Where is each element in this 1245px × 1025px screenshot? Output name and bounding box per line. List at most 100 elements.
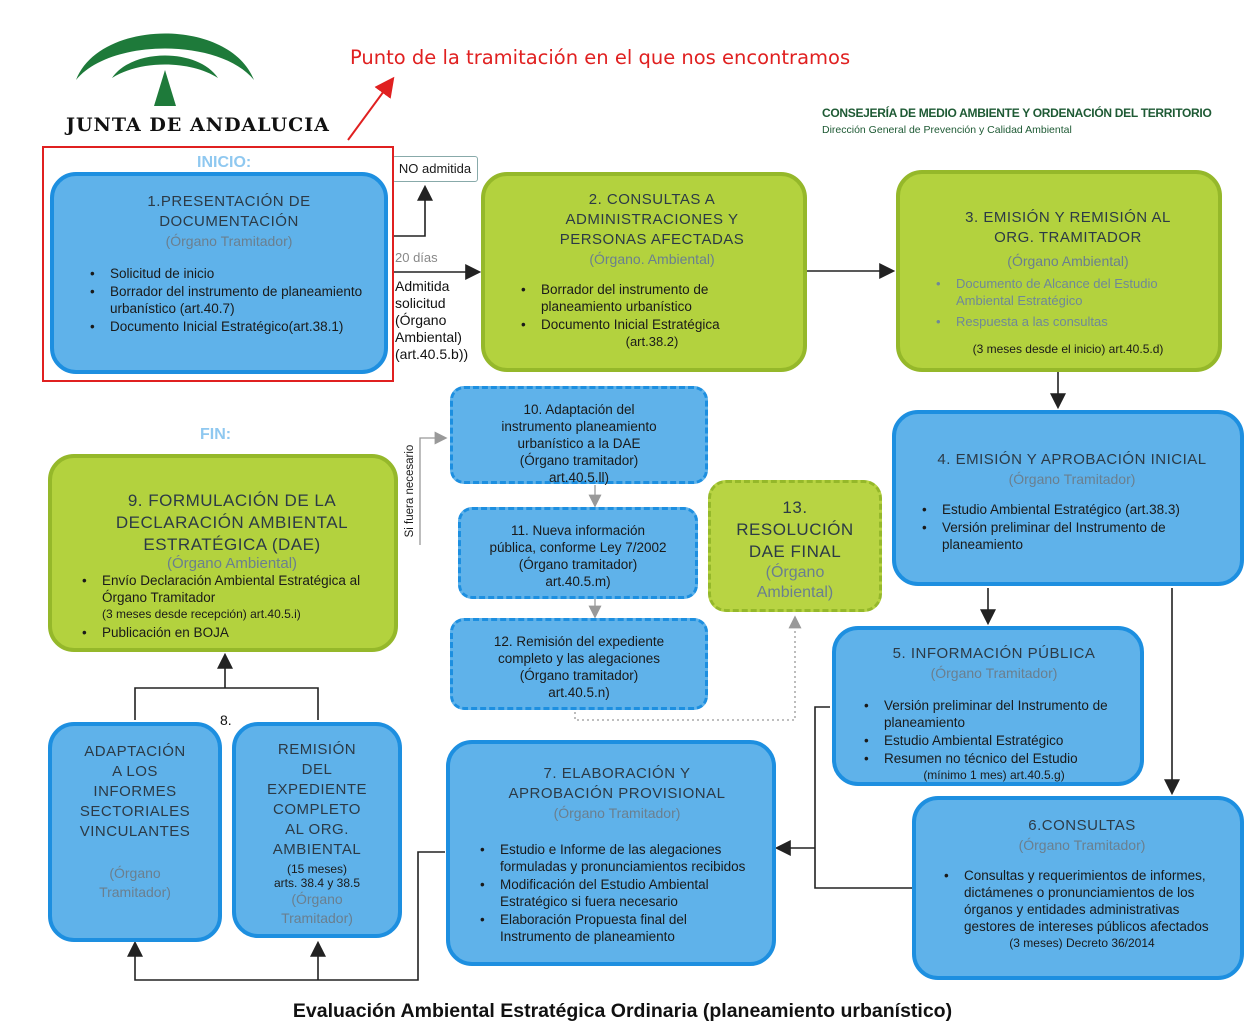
step-9-note: (3 meses desde recepción) art.40.5.i)	[102, 607, 301, 621]
step-6-box: 6.CONSULTAS (Órgano Tramitador) Consulta…	[912, 796, 1244, 980]
step-5-item: Resumen no técnico del Estudio	[858, 750, 1130, 767]
step-9-title: ESTRATÉGICA (DAE)	[143, 535, 321, 554]
step-8b-organ: (Órgano	[291, 891, 343, 907]
step-10-box: 10. Adaptación del instrumento planeamie…	[450, 386, 708, 485]
step-7-title: APROBACIÓN PROVISIONAL	[508, 785, 726, 802]
junta-logo-text: JUNTA DE ANDALUCIA	[66, 114, 330, 136]
arrow-8-to-9	[134, 656, 319, 720]
step-8a-title: A LOS	[112, 763, 158, 780]
inicio-label: INICIO:	[197, 154, 252, 171]
step-9-item-text: Envío Declaración Ambiental Estratégica …	[102, 573, 361, 605]
step-1-item: Borrador del instrumento de planeamiento…	[84, 283, 374, 317]
step-13-title: RESOLUCIÓN	[736, 520, 854, 539]
step-7-item: Modificación del Estudio Ambiental Estra…	[474, 876, 760, 910]
step-2-item: Borrador del instrumento de planeamiento…	[515, 281, 789, 315]
step-12-line: 12. Remisión del expediente	[493, 634, 665, 649]
admitida-line: solicitud	[395, 295, 446, 311]
admitida-line: (art.40.5.b))	[395, 346, 469, 362]
ministry-name: CONSEJERÍA DE MEDIO AMBIENTE Y ORDENACIÓ…	[822, 106, 1212, 120]
step-11-line: pública, conforme Ley 7/2002	[489, 540, 667, 555]
step-2-note: (art.38.2)	[625, 334, 679, 349]
step-4-item: Estudio Ambiental Estratégico (art.38.3)	[916, 501, 1228, 518]
step-3-box: 3. EMISIÓN Y REMISIÓN AL ORG. TRAMITADOR…	[896, 170, 1222, 372]
step-9-box: 9. FORMULACIÓN DE LA DECLARACIÓN AMBIENT…	[48, 454, 398, 652]
no-admitida-text: NO admitida	[398, 161, 472, 176]
step-1-title: DOCUMENTACIÓN	[159, 213, 299, 230]
junta-logo-emblem	[76, 33, 254, 106]
step-5-title: 5. INFORMACIÓN PÚBLICA	[892, 645, 1096, 662]
step-8a-title: ADAPTACIÓN	[84, 743, 186, 760]
step-8a-organ: Tramitador)	[99, 884, 171, 900]
step-1-box: 1.PRESENTACIÓN DE DOCUMENTACIÓN (Órgano …	[50, 172, 388, 374]
step-2-title: ADMINISTRACIONES Y	[565, 211, 739, 228]
step-8b-title: COMPLETO	[273, 801, 361, 818]
step-7-organ: (Órgano Tramitador)	[553, 805, 681, 821]
step-13-box: 13. RESOLUCIÓN DAE FINAL (Órgano Ambient…	[708, 480, 882, 612]
step-7-item: Estudio e Informe de las alegaciones for…	[474, 841, 760, 875]
step-2-organ: (Órgano. Ambiental)	[589, 251, 715, 267]
admitida-label: Admitida solicitud (Órgano Ambiental) (a…	[395, 278, 468, 363]
step-3-item: Respuesta a las consultas	[930, 313, 1206, 330]
step-3-item: Documento de Alcance del Estudio Ambient…	[930, 275, 1206, 309]
no-admitida-box: NO admitida	[392, 156, 478, 182]
step-8a-title: VINCULANTES	[79, 823, 191, 840]
si-fuera-label: Si fuera necesario	[404, 444, 416, 538]
step-12-line: art.40.5.n)	[548, 685, 610, 700]
step-8b-title: AL ORG.	[285, 821, 349, 838]
ministry-directorate: Dirección General de Prevención y Calida…	[822, 124, 1072, 136]
step-4-box: 4. EMISIÓN Y APROBACIÓN INICIAL (Órgano …	[892, 410, 1244, 586]
step-10-line: (Órgano tramitador)	[519, 453, 639, 468]
step-8b-title: DEL	[301, 761, 333, 778]
step-5-organ: (Órgano Tramitador)	[930, 665, 1058, 681]
admitida-line: (Órgano	[395, 312, 447, 328]
admitida-line: Ambiental)	[395, 329, 462, 345]
step-13-organ: (Órgano	[765, 564, 825, 581]
step-6-organ: (Órgano Tramitador)	[1018, 837, 1146, 853]
step-12-line: completo y las alegaciones	[497, 651, 661, 666]
step-1-title: 1.PRESENTACIÓN DE	[147, 193, 311, 210]
step-13-title: DAE FINAL	[748, 542, 842, 561]
step-8b-title: EXPEDIENTE	[266, 781, 368, 798]
step-13-title: 13.	[782, 498, 808, 517]
step-8b-note: (15 meses)	[286, 862, 348, 876]
step-2-box: 2. CONSULTAS A ADMINISTRACIONES Y PERSON…	[481, 172, 807, 372]
arrow-7-to-8	[127, 851, 445, 981]
step-6-title: 6.CONSULTAS	[1028, 817, 1136, 834]
step-3-note: (3 meses desde el inicio) art.40.5.d)	[972, 342, 1164, 356]
step-11-box: 11. Nueva información pública, conforme …	[458, 507, 698, 599]
step-5-item: Estudio Ambiental Estratégico	[858, 732, 1130, 749]
step-7-item: Elaboración Propuesta final del Instrume…	[474, 911, 760, 945]
step-3-title: 3. EMISIÓN Y REMISIÓN AL	[965, 209, 1171, 226]
step-8a-title: SECTORIALES	[79, 803, 191, 820]
step-1-item: Solicitud de inicio	[84, 265, 374, 282]
step8-label: 8.	[220, 712, 232, 728]
step-6-note: (3 meses) Decreto 36/2014	[1009, 936, 1155, 950]
step-3-organ: (Órgano Ambiental)	[1007, 253, 1129, 269]
step-5-box: 5. INFORMACIÓN PÚBLICA (Órgano Tramitado…	[832, 626, 1144, 786]
step-3-title: ORG. TRAMITADOR	[994, 229, 1142, 246]
step-1-organ: (Órgano Tramitador)	[165, 233, 293, 249]
step-2-item: Documento Inicial Estratégica	[515, 316, 789, 333]
step-9-organ: (Órgano Ambiental)	[166, 555, 298, 572]
step-10-line: 10. Adaptación del	[523, 402, 635, 417]
step-7-box: 7. ELABORACIÓN Y APROBACIÓN PROVISIONAL …	[446, 740, 776, 966]
step-5-item: Versión preliminar del Instrumento de pl…	[858, 697, 1130, 731]
step-8a-title: INFORMES	[93, 783, 177, 800]
step-8b-organ: Tramitador)	[281, 910, 353, 926]
step-9-item: Envío Declaración Ambiental Estratégica …	[76, 572, 388, 623]
step-13-organ: Ambiental)	[756, 584, 834, 601]
step-9-title: DECLARACIÓN AMBIENTAL	[115, 513, 349, 532]
annotation-arrow	[347, 76, 395, 141]
step-9-title: 9. FORMULACIÓN DE LA	[127, 491, 337, 510]
step-9-item: Publicación en BOJA	[76, 624, 388, 641]
step-2-title: 2. CONSULTAS A	[588, 191, 716, 208]
step-4-title: 4. EMISIÓN Y APROBACIÓN INICIAL	[937, 451, 1207, 468]
dias-label: 20 días	[395, 250, 438, 265]
admitida-line: Admitida	[395, 278, 450, 294]
step-7-title: 7. ELABORACIÓN Y	[543, 765, 691, 782]
current-step-highlight	[42, 146, 394, 382]
step-12-box: 12. Remisión del expediente completo y l…	[450, 618, 708, 710]
annotation-text: Punto de la tramitación en el que nos en…	[350, 46, 851, 69]
step-1-item: Documento Inicial Estratégico(art.38.1)	[84, 318, 374, 335]
